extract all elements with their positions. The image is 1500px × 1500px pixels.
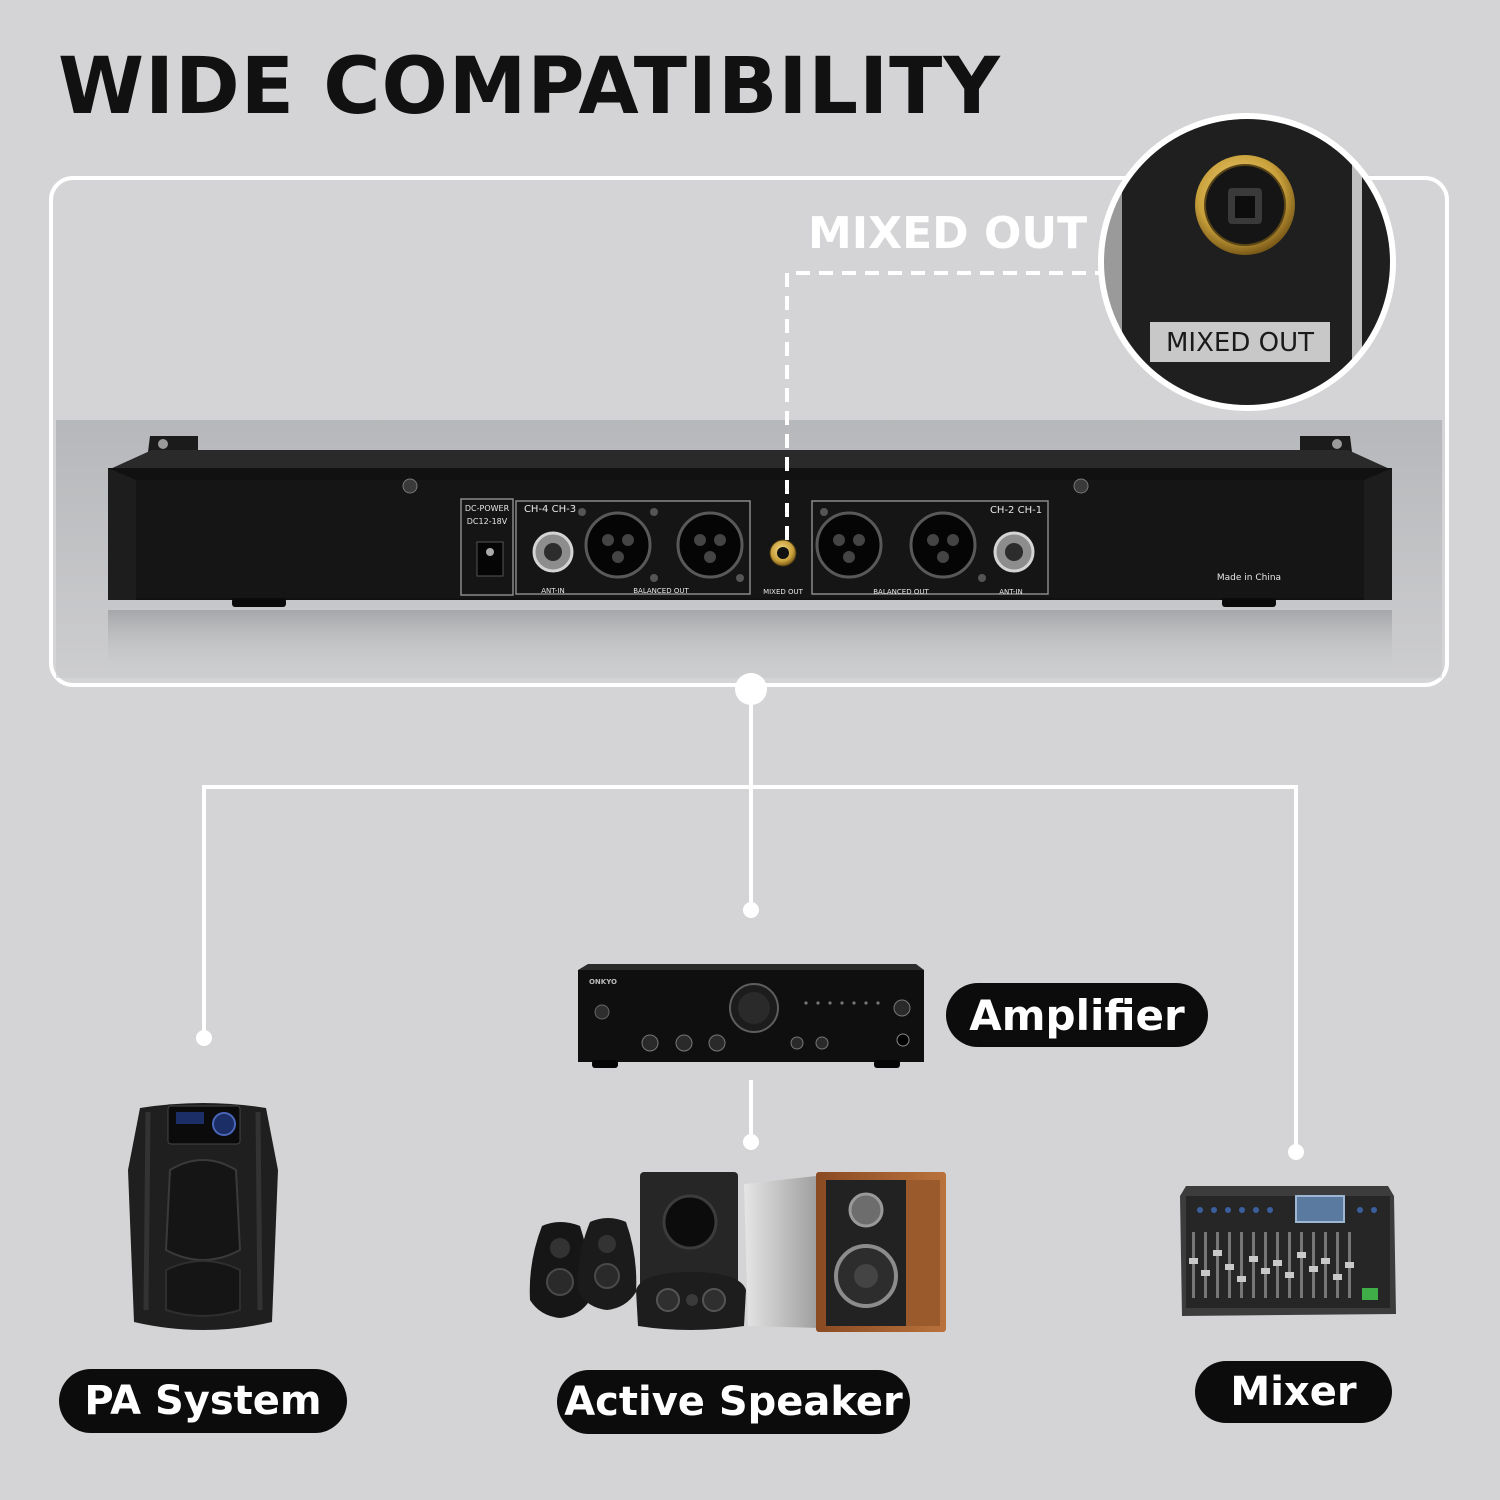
ant-in-left-label: ANT-IN — [541, 587, 565, 595]
rear-panel-labels: DC-POWER DC12-18V CH-4 CH-3 CH-2 CH-1 AN… — [465, 504, 1281, 596]
mixer-label-pill: Mixer — [1195, 1361, 1392, 1423]
zoom-mixed-out-label: MIXED OUT — [1166, 328, 1314, 358]
dc-power-label: DC-POWER — [465, 504, 510, 513]
amplifier-label-pill: Amplifier — [946, 983, 1208, 1047]
left-channels-label: CH-4 CH-3 — [524, 504, 576, 515]
made-in-label: Made in China — [1217, 573, 1281, 583]
receiver-rear-panel — [108, 436, 1392, 670]
balanced-out-left-label: BALANCED OUT — [633, 587, 689, 595]
pa-system-label-pill: PA System — [59, 1369, 347, 1433]
page-title: WIDE COMPATIBILITY — [58, 42, 1001, 132]
mixed-out-leader — [785, 271, 1122, 540]
branch-lines — [202, 785, 1298, 1152]
dc-voltage-label: DC12-18V — [467, 517, 508, 526]
mixed-out-zoom-callout — [1098, 113, 1396, 411]
mixed-out-panel-label: MIXED OUT — [763, 588, 804, 596]
amplifier-brand-label: ONKYO — [589, 978, 617, 986]
balanced-out-right-label: BALANCED OUT — [873, 588, 929, 596]
active-speaker-label-pill: Active Speaker — [557, 1370, 910, 1434]
amplifier-image — [578, 964, 924, 1068]
mixer-image — [1180, 1186, 1396, 1316]
right-channels-label: CH-2 CH-1 — [990, 505, 1042, 516]
mixed-out-caption: MIXED OUT — [808, 208, 1088, 259]
ant-in-right-label: ANT-IN — [999, 588, 1023, 596]
active-speaker-image — [529, 1172, 946, 1332]
pa-system-image — [128, 1103, 278, 1330]
